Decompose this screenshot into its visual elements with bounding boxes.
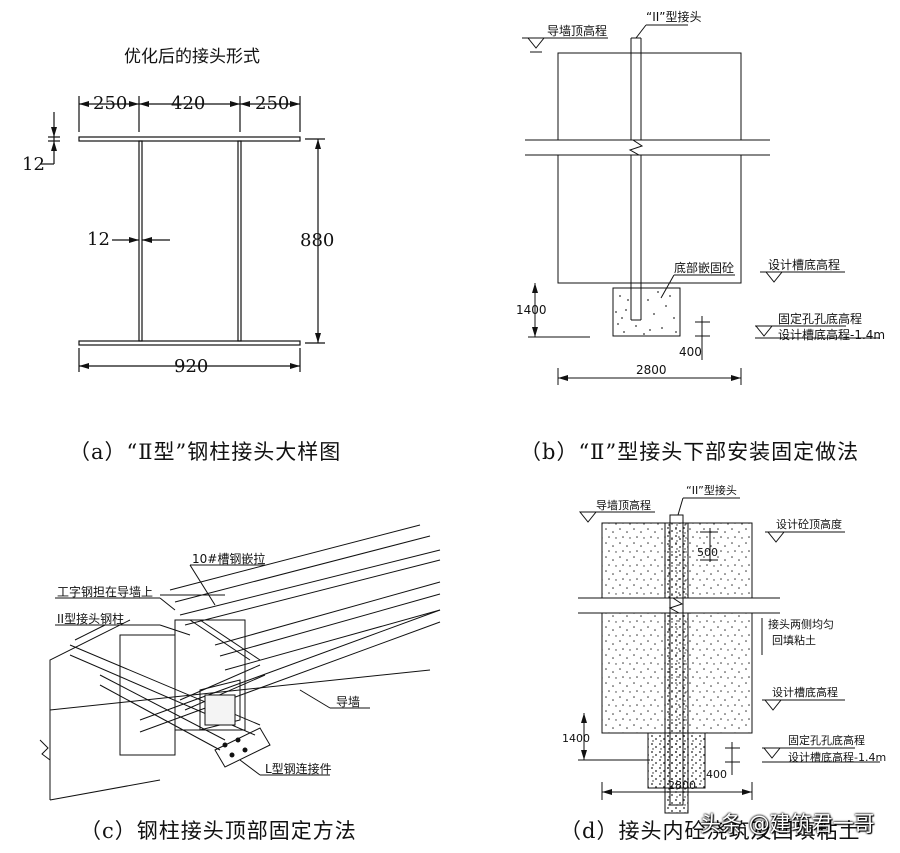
dim-2800-d: 2800 bbox=[668, 779, 696, 792]
dim-flange-left: 250 bbox=[93, 93, 128, 114]
dim-400-d: 400 bbox=[706, 768, 727, 781]
label-joint-b: “II”型接头 bbox=[646, 10, 702, 24]
label-design-bottom-d: 设计槽底高程 bbox=[772, 686, 838, 699]
label-l-steel: L型钢连接件 bbox=[265, 762, 332, 776]
panel-d-concrete-backfill: 导墙顶高程 “II”型接头 设计砼顶高度 500 接头两侧均匀 回填粘土 设计槽… bbox=[450, 470, 900, 853]
panel-a-title: 优化后的接头形式 bbox=[124, 47, 260, 67]
dim-2800-b: 2800 bbox=[636, 363, 667, 377]
watermark: 头条 @建筑君一哥 bbox=[700, 812, 875, 836]
dim-400-b: 400 bbox=[679, 345, 702, 359]
dim-flange-right: 250 bbox=[255, 93, 290, 114]
dim-500: 500 bbox=[697, 546, 718, 559]
label-wall-top-b: 导墙顶高程 bbox=[547, 24, 608, 38]
panel-c-top-fixing: 10#槽钢嵌拉 工字钢担在导墙上 II型接头钢柱 导墙 L型钢连接件 （c）钢柱… bbox=[0, 470, 450, 853]
ii-joint-section-drawing bbox=[40, 96, 325, 372]
dim-web-spacing: 420 bbox=[171, 93, 206, 114]
label-backfill-line1: 接头两侧均匀 bbox=[768, 618, 834, 631]
concrete-backfill-drawing bbox=[578, 497, 880, 814]
label-ii-column: II型接头钢柱 bbox=[57, 612, 125, 626]
label-embed-concrete: 底部嵌固砼 bbox=[674, 261, 735, 275]
dim-1400-b: 1400 bbox=[516, 303, 547, 317]
embed-concrete-dots bbox=[615, 291, 677, 335]
label-channel-steel: 10#槽钢嵌拉 bbox=[192, 552, 266, 566]
label-hole-formula-b: 设计槽底高程-1.4m bbox=[778, 328, 886, 342]
dim-total-width: 920 bbox=[174, 356, 209, 377]
caption-c: （c）钢柱接头顶部固定方法 bbox=[80, 819, 357, 843]
caption-a: （a）“Ⅱ型”钢柱接头大样图 bbox=[69, 440, 342, 464]
label-ibeam-on-wall: 工字钢担在导墙上 bbox=[57, 585, 154, 599]
label-joint-d: “II”型接头 bbox=[686, 484, 737, 497]
dim-1400-d: 1400 bbox=[562, 732, 590, 745]
label-hole-bottom-b: 固定孔孔底高程 bbox=[778, 312, 863, 326]
label-backfill-line2: 回填粘土 bbox=[772, 634, 816, 647]
bottom-fixing-drawing bbox=[522, 24, 880, 385]
label-design-bottom-b: 设计槽底高程 bbox=[768, 258, 841, 272]
label-hole-formula-d: 设计槽底高程-1.4m bbox=[788, 751, 887, 764]
dim-web-thickness: 12 bbox=[87, 229, 110, 250]
label-guide-wall: 导墙 bbox=[336, 695, 361, 709]
panel-b-bottom-fixing: 导墙顶高程 “II”型接头 底部嵌固砼 设计槽底高程 固定孔孔底高程 设计槽底高… bbox=[450, 0, 900, 470]
caption-d: （d）接头内砼浇筑及回填粘土 bbox=[560, 819, 861, 843]
dim-height: 880 bbox=[300, 230, 335, 251]
dim-flange-thickness: 12 bbox=[22, 154, 45, 175]
label-hole-bottom-d: 固定孔孔底高程 bbox=[788, 734, 865, 747]
top-fixing-isometric bbox=[39, 524, 441, 801]
label-concrete-top: 设计砼顶高度 bbox=[776, 518, 842, 531]
label-wall-top-d: 导墙顶高程 bbox=[596, 499, 651, 512]
panel-a-joint-detail: 优化后的接头形式 250 420 250 12 12 880 920 （a）“Ⅱ… bbox=[0, 0, 450, 470]
caption-b: （b）“Ⅱ”型接头下部安装固定做法 bbox=[520, 440, 860, 464]
